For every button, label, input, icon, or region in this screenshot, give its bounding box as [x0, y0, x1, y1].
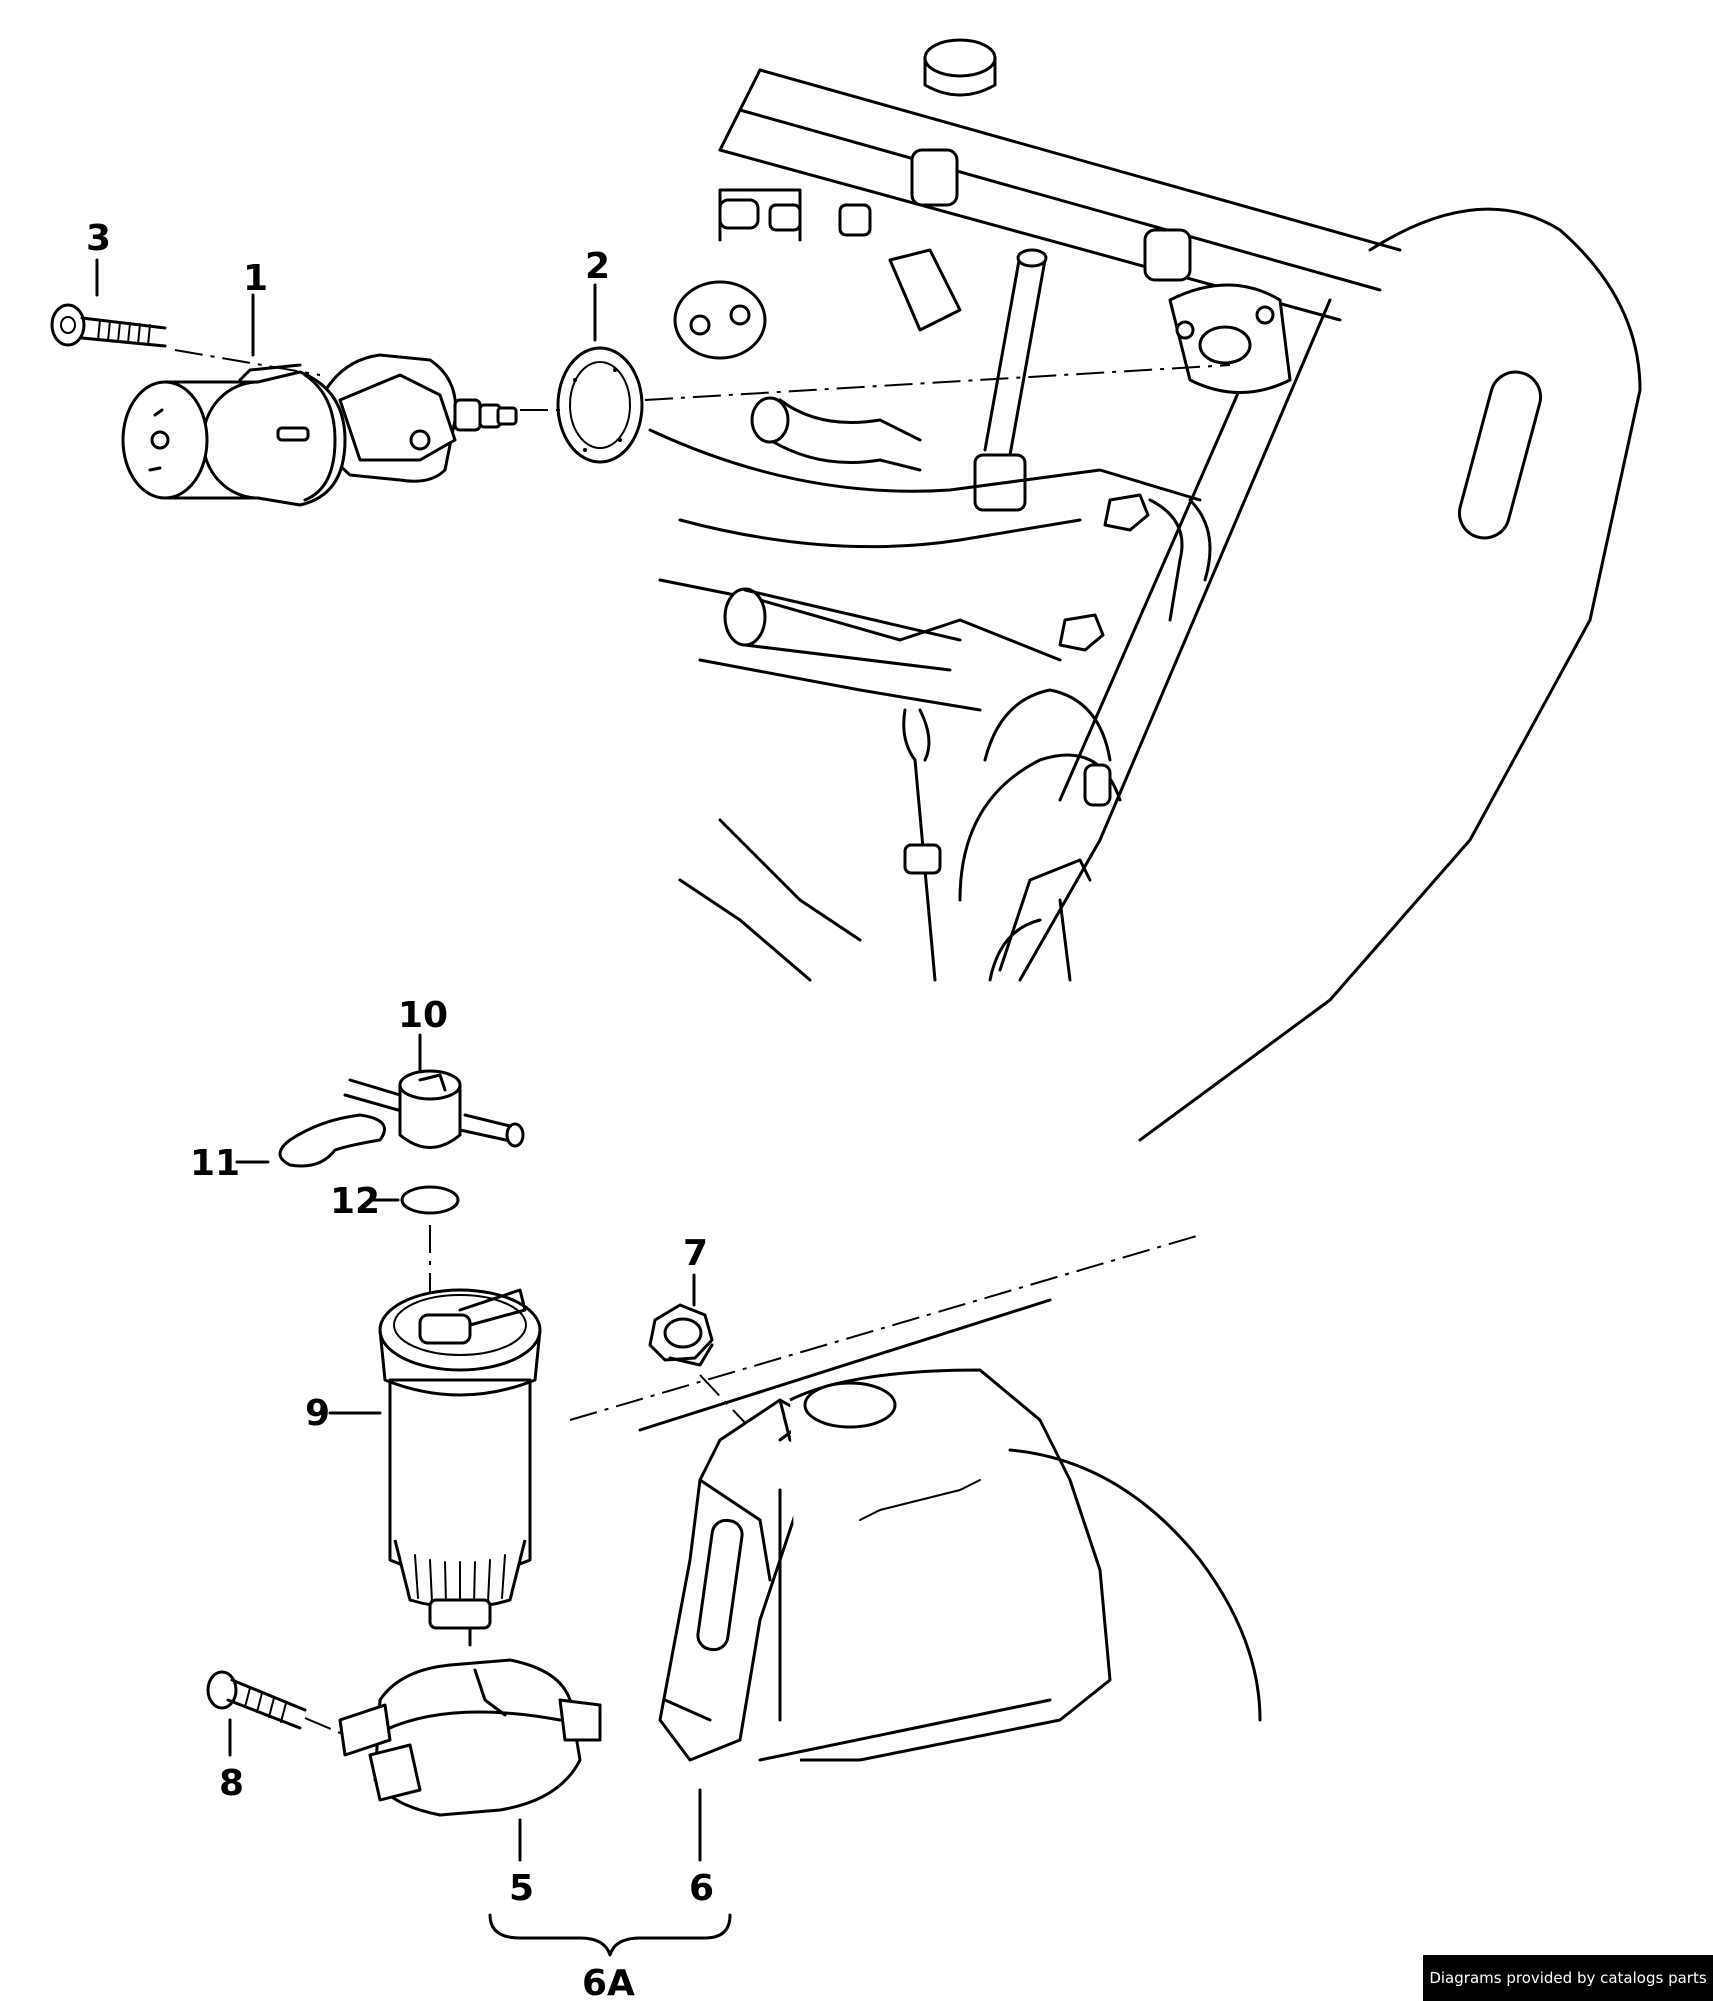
callout-11: 11 — [190, 1143, 240, 1184]
o-ring-part-12 — [400, 1185, 460, 1215]
seal-ring-part-11 — [278, 1113, 386, 1168]
nut-part-7 — [648, 1303, 714, 1367]
engine-block-drawing — [648, 38, 1642, 1142]
callout-6a: 6A — [582, 1963, 635, 2001]
fuel-valve-part-10 — [343, 1069, 525, 1149]
callout-labels: 1 2 3 10 11 12 9 7 8 5 6 6A — [86, 218, 714, 2001]
credit-footer: Diagrams provided by catalogs parts — [1423, 1955, 1713, 2001]
callout-2: 2 — [585, 246, 610, 287]
assembly-centerline-bolt8 — [304, 1717, 346, 1736]
callout-5: 5 — [509, 1868, 534, 1909]
callout-6: 6 — [689, 1868, 714, 1909]
callout-1: 1 — [243, 258, 268, 299]
filter-clamp-part-5 — [338, 1658, 602, 1817]
callout-10: 10 — [398, 995, 448, 1036]
callout-3: 3 — [86, 218, 111, 259]
fuel-pump-part-1 — [121, 353, 518, 507]
callout-7: 7 — [683, 1233, 708, 1274]
callout-12: 12 — [330, 1181, 380, 1222]
callout-leaders — [95, 258, 732, 1957]
callout-9: 9 — [305, 1393, 330, 1434]
bolt-part-3 — [50, 303, 167, 348]
bolt-part-8 — [206, 1670, 307, 1730]
vehicle-body-drawing — [569, 1234, 1262, 1762]
fuel-filter-part-9 — [378, 1288, 542, 1647]
callout-8: 8 — [219, 1763, 244, 1804]
assembly-centerline-upper — [174, 349, 1231, 411]
gasket-part-2 — [556, 346, 644, 464]
